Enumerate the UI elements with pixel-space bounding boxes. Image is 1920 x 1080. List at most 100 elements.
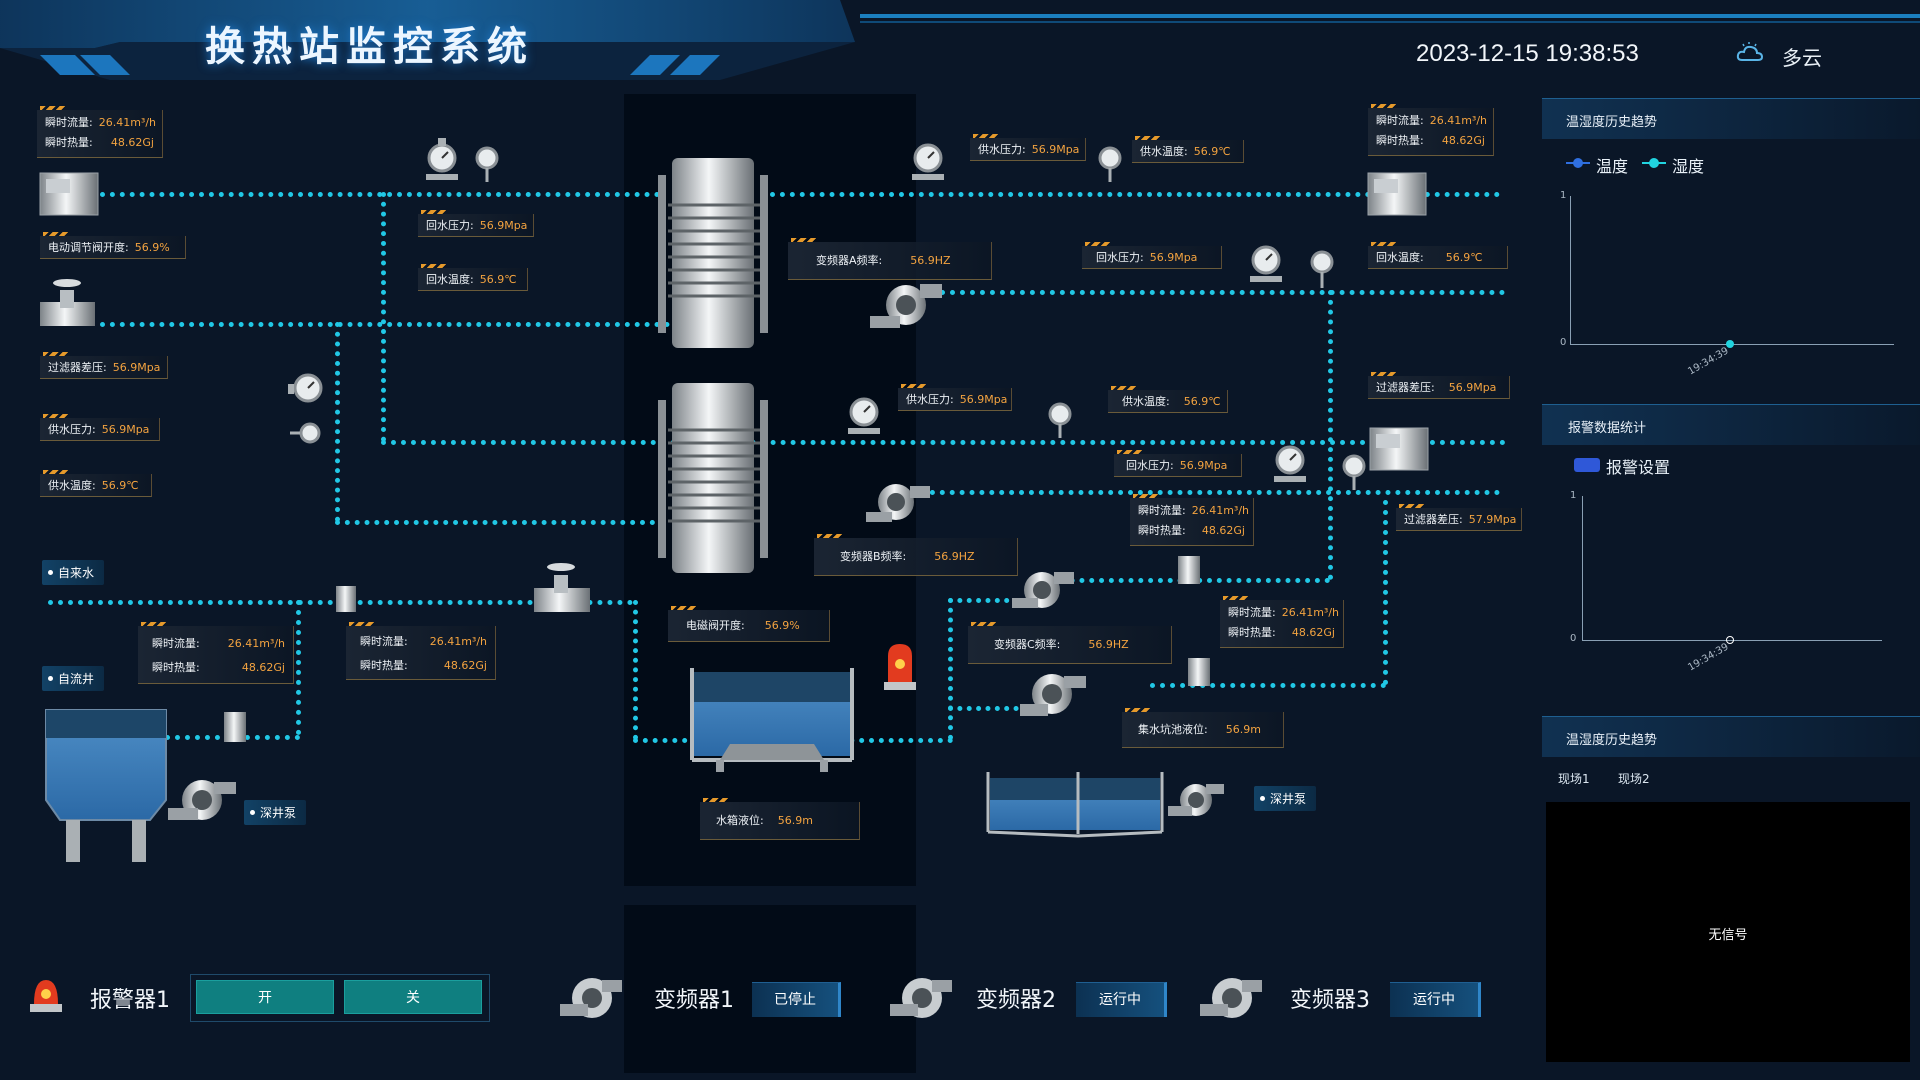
pipe-coupling-icon xyxy=(224,556,1210,742)
well-tank-icon xyxy=(45,709,167,862)
header-background xyxy=(0,0,1920,80)
weather-text: 多云 xyxy=(1782,46,1822,70)
solenoid-valve-opening: 电磁阀开度:56.9% xyxy=(668,606,830,642)
return-temp-right: 回水温度:56.9℃ xyxy=(1368,242,1508,269)
thermometer-icon xyxy=(1048,402,1072,438)
alarm-siren-icon xyxy=(30,980,62,1012)
supply-pressure-top: 供水压力:56.9Mpa xyxy=(970,134,1086,161)
artesian-well-label: 自流井 xyxy=(42,666,105,691)
thermometer-icon xyxy=(1342,454,1366,490)
flow-info-bottom-left-1: 瞬时流量:26.41m³/h 瞬时热量:48.62Gj xyxy=(138,622,294,684)
tap-water-label: 自来水 xyxy=(42,560,105,585)
trend-panel-header xyxy=(1542,98,1920,139)
trend-y-max: 1 xyxy=(1560,190,1567,201)
pipe-pump-c-link xyxy=(948,598,1028,603)
tab-site-1[interactable]: 现场1 xyxy=(1558,772,1590,786)
cloudy-weather-icon xyxy=(1736,42,1764,61)
alarm-panel-header xyxy=(1542,404,1920,445)
pressure-gauge-icon xyxy=(1250,245,1282,282)
pipe-vert-383 xyxy=(381,192,386,442)
trend-y-min: 0 xyxy=(1560,337,1567,348)
control-cabinet-icon xyxy=(39,172,99,216)
pressure-gauge-icon xyxy=(288,373,323,403)
flow-info-right-3: 瞬时流量:26.41m³/h 瞬时热量:48.62Gj xyxy=(1220,596,1344,648)
no-signal-text: 无信号 xyxy=(1708,928,1748,943)
pump-icon xyxy=(866,484,930,522)
pipe-pump-d-link xyxy=(948,706,1028,711)
alarm-data-point xyxy=(1726,636,1734,644)
alarm-legend: 报警设置 xyxy=(1606,458,1671,477)
flow-info-bottom-left-2: 瞬时流量:26.41m³/h 瞬时热量:48.62Gj xyxy=(346,622,496,680)
alarm-legend-icon xyxy=(1574,458,1600,472)
temperature-legend-icon xyxy=(1566,158,1590,168)
return-temp-center: 回水温度:56.9℃ xyxy=(418,264,528,291)
supply-temp-left: 供水温度:56.9℃ xyxy=(40,470,152,497)
flow-info-top-right: 瞬时流量:26.41m³/h 瞬时热量:48.62Gj xyxy=(1368,104,1494,156)
pipe-mid-return xyxy=(381,440,1506,445)
pipe-vert-337 xyxy=(335,322,340,522)
alarm-y-min: 0 xyxy=(1570,633,1577,644)
alarm-y-max: 1 xyxy=(1570,490,1577,501)
pump-icon xyxy=(1168,784,1224,816)
alarm-off-button[interactable]: 关 xyxy=(344,980,482,1014)
video-feed: 无信号 xyxy=(1546,802,1910,1062)
tab-site-2[interactable]: 现场2 xyxy=(1618,772,1650,786)
thermometer-icon xyxy=(290,422,321,444)
pump-icon xyxy=(168,780,236,820)
vfd-1-pump-icon xyxy=(560,978,622,1018)
alarm-lamp-icon xyxy=(884,644,916,690)
pipe-vert-298 xyxy=(296,600,301,735)
flow-info-middle: 瞬时流量:26.41m³/h 瞬时热量:48.62Gj xyxy=(1130,494,1254,546)
pressure-gauge-icon xyxy=(848,397,880,434)
video-panel-title: 温湿度历史趋势 xyxy=(1566,733,1658,748)
thermometer-icon xyxy=(1310,250,1334,288)
thermometer-icon xyxy=(1098,146,1122,182)
alarm-1-label: 报警器1 xyxy=(90,988,170,1013)
vfd-2-status: 运行中 xyxy=(1076,982,1167,1017)
pipe-vert-1330 xyxy=(1328,290,1333,580)
control-cabinet-icon xyxy=(1367,172,1427,216)
alarm-toggle-group xyxy=(190,974,490,1022)
pressure-gauge-icon xyxy=(912,143,944,180)
supply-pressure-mid: 供水压力:56.9Mpa xyxy=(898,384,1012,411)
vfd-1-label: 变频器1 xyxy=(654,988,734,1013)
supply-temp-mid: 供水温度:56.9℃ xyxy=(1108,386,1228,413)
deep-well-pump-label-right: 深井泵 xyxy=(1254,786,1317,811)
control-cabinet-icon xyxy=(1369,427,1429,471)
vfd-3-pump-icon xyxy=(1200,978,1262,1018)
gate-valve-icon xyxy=(40,279,95,326)
supply-temp-top: 供水温度:56.9℃ xyxy=(1132,136,1244,163)
pipe-top-right xyxy=(770,192,1500,197)
sump-level: 集水坑池液位:56.9m xyxy=(1122,708,1284,748)
alarm-on-button[interactable]: 开 xyxy=(196,980,334,1014)
pressure-gauge-icon xyxy=(1274,445,1306,482)
return-pressure-right-1: 回水压力:56.9Mpa xyxy=(1082,242,1222,269)
pipe-vert-950 xyxy=(948,598,953,740)
humidity-legend: 湿度 xyxy=(1672,157,1705,176)
supply-pressure-left: 供水压力:56.9Mpa xyxy=(40,414,160,441)
page-title: 换热站监控系统 xyxy=(205,24,534,70)
deep-well-pump-label-left: 深井泵 xyxy=(244,800,307,825)
vfd-2-label: 变频器2 xyxy=(976,988,1056,1013)
trend-panel-title: 温湿度历史趋势 xyxy=(1566,115,1658,130)
heat-exchanger-1-icon xyxy=(658,158,768,348)
pipe-second-right xyxy=(940,290,1505,295)
filter-dp-right: 过滤器差压:56.9Mpa xyxy=(1368,372,1510,399)
pipe-vert-635 xyxy=(633,600,638,740)
tank-level: 水箱液位:56.9m xyxy=(700,798,860,840)
pipe-vert-1385 xyxy=(1383,500,1388,685)
trend-y-axis xyxy=(1570,196,1571,344)
vfd-2-pump-icon xyxy=(890,978,952,1018)
pump-icon xyxy=(870,284,942,328)
vfd-a-frequency: 变频器A频率:56.9HZ xyxy=(788,238,992,280)
pipe-r3 xyxy=(1150,683,1386,688)
water-tank-icon xyxy=(690,668,854,772)
gate-valve-icon xyxy=(534,563,590,612)
vfd-1-status: 已停止 xyxy=(752,982,841,1017)
return-pressure-right-2: 回水压力:56.9Mpa xyxy=(1114,450,1242,477)
flow-info-top-left: 瞬时流量:26.41m³/h 瞬时热量:48.62Gj xyxy=(37,106,163,158)
trend-data-point xyxy=(1726,340,1734,348)
humidity-legend-icon xyxy=(1642,158,1666,168)
filter-dp-left: 过滤器差压:56.9Mpa xyxy=(40,352,168,379)
